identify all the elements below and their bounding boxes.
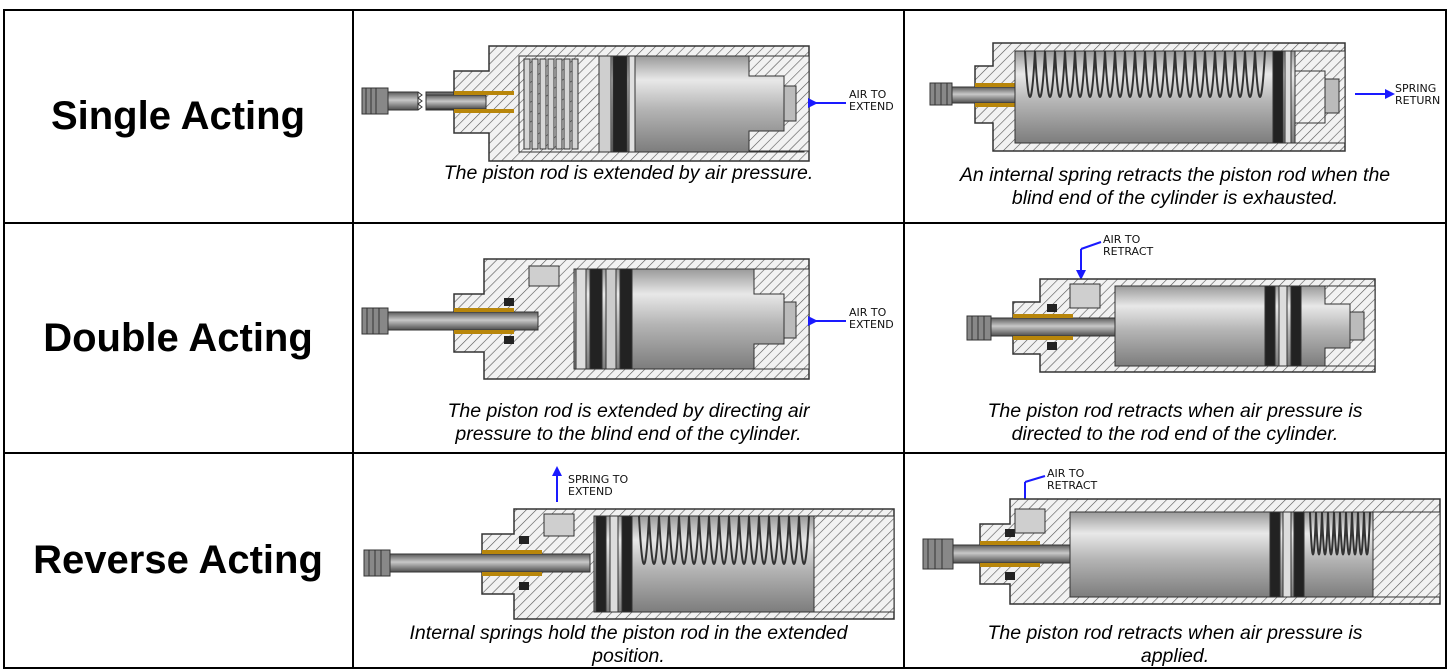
cylinder-diagram-reverse-retract: [922, 475, 1441, 605]
caption-double-acting-extend: The piston rod is extended by directing …: [447, 400, 810, 445]
cylinder-diagram-single-spring: [929, 42, 1395, 152]
caption-double-acting-retract: The piston rod retracts when air pressur…: [987, 400, 1363, 445]
caption-reverse-acting-retract: The piston rod retracts when air pressur…: [987, 622, 1363, 667]
caption-single-acting-spring-return: An internal spring retracts the piston r…: [959, 164, 1391, 209]
row-label-single-acting: Single Acting: [50, 94, 306, 138]
table-border-right: [1445, 9, 1447, 669]
column-divider-2: [903, 9, 905, 669]
cylinder-diagram-single-extend: [361, 45, 846, 162]
caption-reverse-acting-extend: Internal springs hold the piston rod in …: [409, 622, 848, 667]
cylinder-diagram-reverse-extend: [363, 466, 895, 620]
row-label-double-acting: Double Acting: [43, 315, 313, 360]
column-divider-1: [352, 9, 354, 669]
table-border-left: [3, 9, 5, 669]
caption-single-acting-extend: The piston rod is extended by air pressu…: [443, 162, 814, 184]
row-divider-2: [3, 452, 1447, 454]
row-label-reverse-acting: Reverse Acting: [33, 538, 323, 582]
table-border-bottom: [3, 667, 1447, 669]
row-divider-1: [3, 222, 1447, 224]
cylinder-diagram-double-extend: [361, 258, 846, 380]
table-border-top: [3, 9, 1447, 11]
cylinder-diagram-double-retract: [966, 241, 1376, 373]
